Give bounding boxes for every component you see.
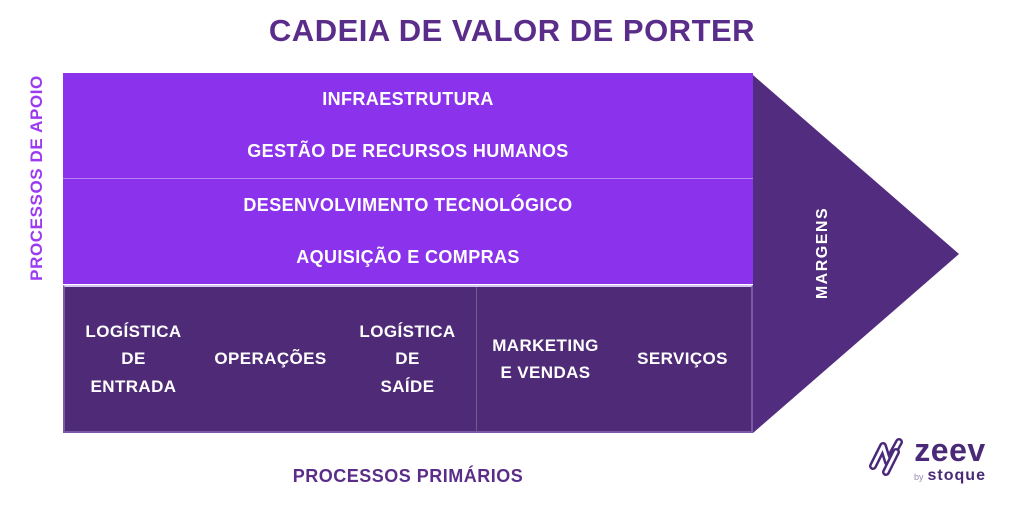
support-row-infrastructure: INFRAESTRUTURA bbox=[322, 88, 494, 109]
zeev-logo-text: zeev by stoque bbox=[914, 432, 986, 485]
primary-cell-inbound-logistics: LOGÍSTICA DE ENTRADA bbox=[85, 322, 182, 396]
primary-processes-axis-label: PROCESSOS PRIMÁRIOS bbox=[292, 466, 524, 486]
support-processes-box: INFRAESTRUTURA GESTÃO DE RECURSOS HUMANO… bbox=[63, 73, 753, 284]
support-row-human-resources: GESTÃO DE RECURSOS HUMANOS bbox=[63, 126, 753, 179]
margens-label: MARGENS bbox=[814, 206, 831, 300]
primary-cell-marketing-sales: MARKETING E VENDAS bbox=[476, 287, 614, 431]
primary-cell-services: SERVIÇOS bbox=[637, 349, 728, 369]
primary-cell-outbound-logistics: LOGÍSTICA DE SAÍDE bbox=[359, 322, 456, 396]
primary-cell-operations: OPERAÇÕES bbox=[214, 349, 327, 369]
zeev-brand-text: zeev bbox=[914, 432, 986, 468]
margin-arrow bbox=[753, 75, 959, 433]
zeev-byline: by stoque bbox=[914, 467, 986, 485]
byline-by: by bbox=[914, 472, 924, 482]
primary-processes-box: LOGÍSTICA DE ENTRADA OPERAÇÕES LOGÍSTICA… bbox=[63, 285, 753, 433]
zeev-zigzag-icon bbox=[869, 438, 903, 476]
support-row-procurement: AQUISIÇÃO E COMPRAS bbox=[296, 247, 520, 268]
page-title: CADEIA DE VALOR DE PORTER bbox=[268, 13, 756, 48]
support-row-technology-development: DESENVOLVIMENTO TECNOLÓGICO bbox=[243, 194, 573, 215]
zeev-logo: zeev by stoque bbox=[866, 432, 986, 485]
margin-arrow-shape bbox=[753, 75, 959, 433]
support-processes-axis-label: PROCESSOS DE APOIO bbox=[27, 75, 46, 281]
byline-company: stoque bbox=[927, 467, 986, 484]
